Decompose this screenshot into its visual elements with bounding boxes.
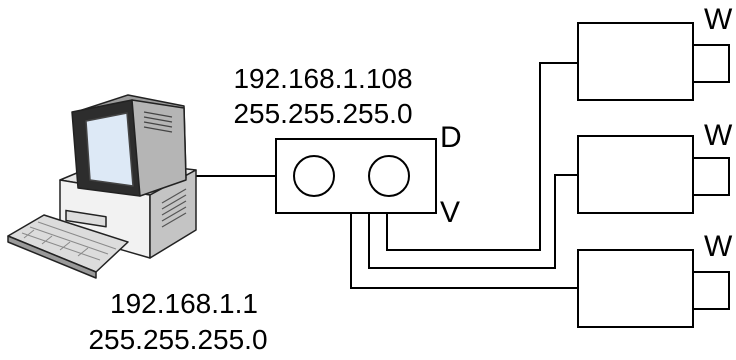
pc-case-vents [161,188,187,228]
keyboard-edge [7,235,97,279]
wiring [194,62,578,289]
camera-3 [577,249,730,328]
camera-1 [577,22,730,101]
pc-subnet-mask: 255.255.255.0 [88,324,268,355]
pc-ip-address: 192.168.1.1 [110,288,258,319]
camera-1-body [577,22,694,101]
camera-3-label: W [704,230,733,263]
keyboard-keys [21,221,117,261]
device-port-v-label: V [440,196,461,229]
device-subnet-mask: 255.255.255.0 [233,98,413,129]
camera-3-body [577,249,694,328]
camera-1-label: W [704,3,733,36]
monitor-side [131,99,187,197]
camera-2-label: W [704,119,733,152]
camera-1-lens [692,44,730,83]
pc-computer-icon [7,94,197,279]
network-device [275,138,437,214]
wire-to-camera-2 [368,174,578,269]
monitor-screen [85,112,134,187]
wire-to-camera-3 [350,213,578,289]
wire-to-camera-1 [386,62,578,251]
device-port-d-label: D [440,121,462,154]
device-ip-address: 192.168.1.108 [233,63,413,94]
device-port-left [293,155,335,197]
camera-2 [577,135,730,214]
camera-2-lens [692,157,730,196]
camera-3-lens [692,271,730,310]
pc-drive-bay [65,209,107,228]
device-port-right [368,155,410,197]
camera-2-body [577,135,694,214]
monitor-vents [143,111,173,133]
